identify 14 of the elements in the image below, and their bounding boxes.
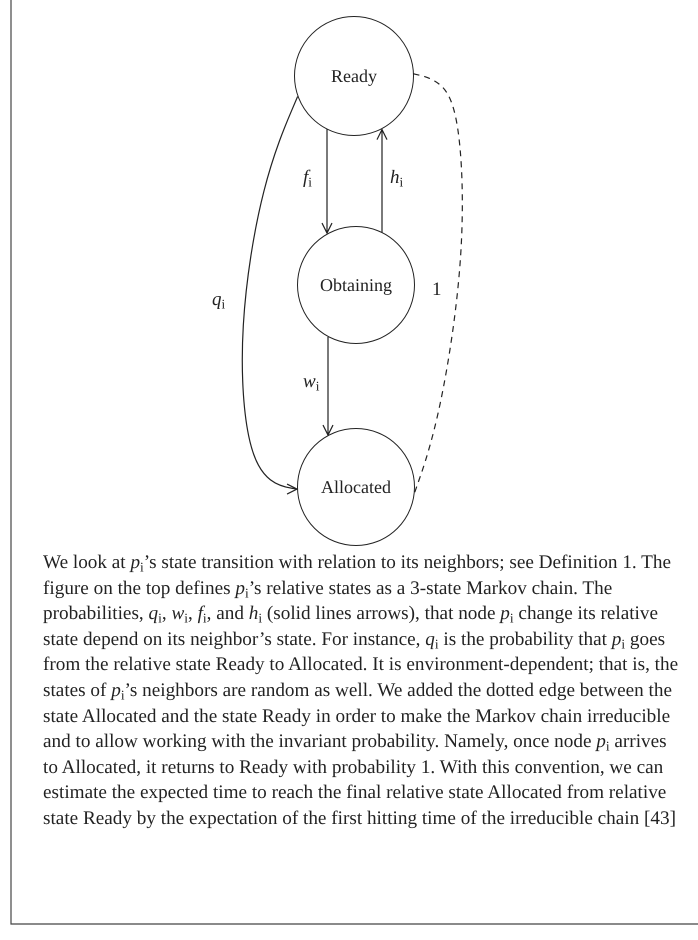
edge-label: 1 [432,280,442,299]
edge-label: h$_{i}$ [390,168,404,187]
arrow [242,96,298,494]
arrow [321,129,333,234]
edge-label: f$_{i}$ [303,168,312,187]
caption: We look at p$_{i}$’s state transition with relation to its neighbors; see Definition 1. The figure on the top defines p$_{i}$’s relative states as a 3-state Markov chain. The probabilities, q$_{i}$, w$_{i}$, f$_{i}$, and h$_{i}$ (solid lines arrows), that node p$_{i}$ change its relative state depend on its neighbor’s state. For instance, q$_{i}$ is the probability that p$_{i}$ goes from the relative state Ready to Allocated. It is environment-dependent; that is, the states of p$_{i}$’s neighbors are random as well. We added the dotted edge between the state Allocated and the state Ready in order to make the Markov chain irreducible and to allow working with the invariant probability. Namely, once node p$_{i}$ arrives to Allocated, it returns to Ready with probability 1. With this convention, we can estimate the expected time to reach the final relative state Allocated from relative state Ready by the expectation of the first hitting time of the irreducible chain [43] [43,551,680,831]
arrow [376,128,388,233]
arrow [322,336,334,436]
arrow [413,70,463,493]
edge-label: q$_{i}$ [212,290,226,309]
edge-label: w$_{i}$ [303,372,320,391]
state-label: Ready [331,66,377,86]
state-label: Obtaining [320,274,392,296]
state-label: Allocated [321,476,391,498]
